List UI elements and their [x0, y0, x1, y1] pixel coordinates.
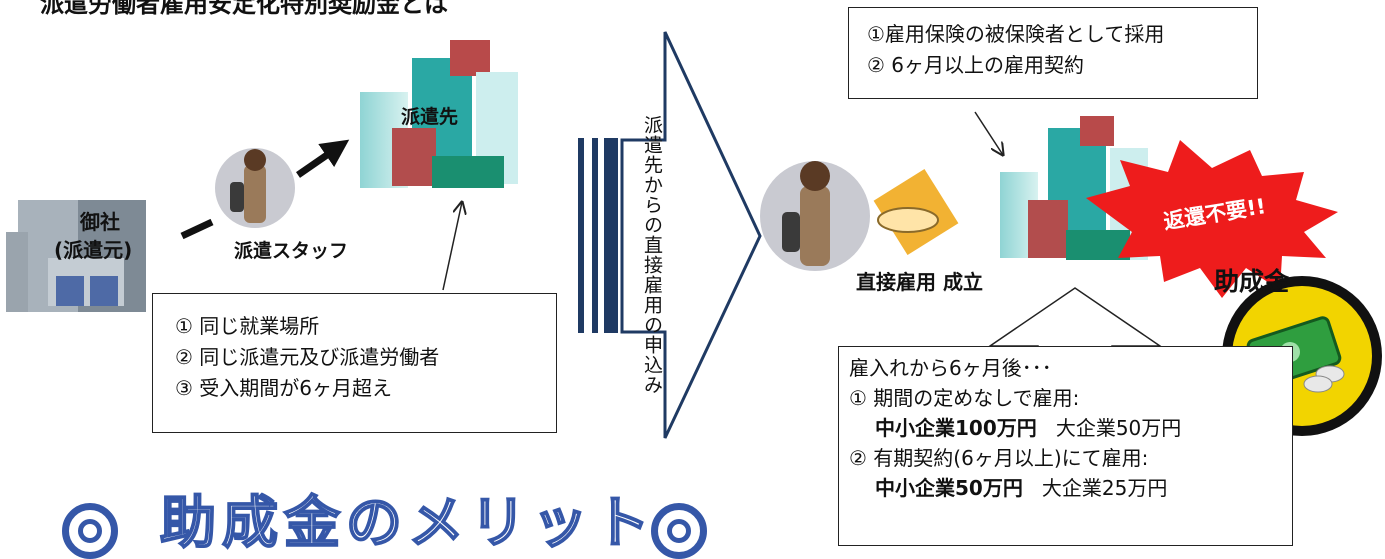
- merit-circle-right-icon: [651, 503, 707, 559]
- destination-buildings-icon: [360, 40, 518, 188]
- payout-item-1-amounts: 中小企業100万円 大企業50万円: [849, 413, 1292, 443]
- merit-heading: 助成金のメリット: [159, 490, 656, 557]
- merit-circle-left-icon: [62, 503, 118, 559]
- left-condition-3: ③ 受入期間が6ヶ月超え: [175, 376, 393, 400]
- handshake-icon: [873, 168, 959, 256]
- left-conditions-box: ① 同じ就業場所 ② 同じ派遣元及び派遣労働者 ③ 受入期間が6ヶ月超え: [152, 293, 557, 433]
- payout-item-1-sme: 中小企業100万円: [875, 416, 1037, 440]
- right-condition-2: ② 6ヶ月以上の雇用契約: [867, 53, 1085, 77]
- payout-item-2-sme: 中小企業50万円: [875, 476, 1023, 500]
- payout-item-2-amounts: 中小企業50万円 大企業25万円: [849, 473, 1292, 503]
- office-building-icon: [6, 200, 146, 312]
- diagram-graphics: [6, 31, 1382, 439]
- company-sub-label: (派遣元): [54, 238, 133, 262]
- payout-item-1: ① 期間の定めなしで雇用:: [849, 386, 1080, 410]
- arrow-text: 派遣先からの直接雇用の申込み: [641, 115, 663, 395]
- staff-label: 派遣スタッフ: [234, 240, 349, 262]
- big-arrow: [578, 31, 762, 439]
- payout-item-2: ② 有期契約(6ヶ月以上)にて雇用:: [849, 446, 1149, 470]
- staff-avatar-right: [760, 161, 870, 271]
- page-title: 派遣労働者雇用安定化特別奨励金とは: [40, 0, 448, 18]
- payout-box: 雇入れから6ヶ月後･･･ ① 期間の定めなしで雇用: 中小企業100万円 大企業…: [838, 346, 1293, 546]
- grant-label: 助成金: [1214, 267, 1290, 296]
- destination-label: 派遣先: [401, 106, 459, 128]
- red-burst-shape: [1086, 140, 1338, 298]
- established-label: 直接雇用 成立: [856, 270, 983, 294]
- left-condition-2: ② 同じ派遣元及び派遣労働者: [175, 345, 440, 369]
- payout-intro: 雇入れから6ヶ月後･･･: [849, 356, 1052, 380]
- right-conditions-box: ①雇用保険の被保険者として採用 ② 6ヶ月以上の雇用契約: [848, 7, 1258, 99]
- staff-avatar: [215, 148, 295, 228]
- payout-item-2-large: 大企業25万円: [1041, 476, 1168, 500]
- left-condition-1: ① 同じ就業場所: [175, 314, 320, 338]
- payout-item-1-large: 大企業50万円: [1055, 416, 1182, 440]
- right-condition-1: ①雇用保険の被保険者として採用: [867, 22, 1165, 46]
- company-label: 御社: [80, 210, 120, 234]
